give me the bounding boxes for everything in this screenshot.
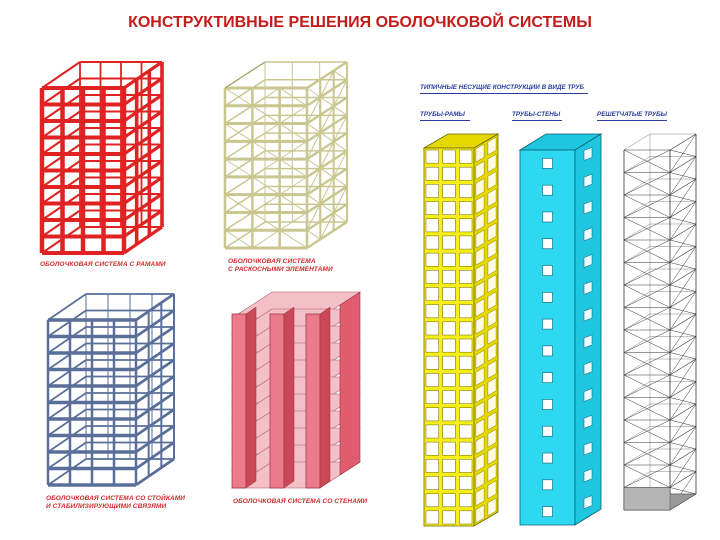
caption-diagonal-line2: С РАСКОСНЫМИ ЭЛЕМЕНТАМИ [228, 266, 333, 274]
tubes-heading: ТИПИЧНЫЕ НЕСУЩИЕ КОНСТРУКЦИИ В ВИДЕ ТРУБ [420, 84, 584, 92]
caption-posts-line1: ОБОЛОЧКОВАЯ СИСТЕМА СО СТОЙКАМИ [46, 495, 185, 503]
caption-frames: ОБОЛОЧКОВАЯ СИСТЕМА С РАМАМИ [40, 261, 166, 269]
caption-diagonal-line1: ОБОЛОЧКОВАЯ СИСТЕМА [228, 258, 316, 266]
label-wall-tube: ТРУБЫ-СТЕНЫ [512, 111, 560, 119]
label-frame-tube: ТРУБЫ-РАМЫ [420, 111, 465, 119]
tubes-heading-underline [420, 93, 588, 94]
label-wall-tube-underline [512, 120, 562, 121]
label-frame-tube-underline [420, 120, 470, 121]
label-lattice-tube-underline [597, 120, 667, 121]
caption-walls: ОБОЛОЧКОВАЯ СИСТЕМА СО СТЕНАМИ [233, 498, 367, 506]
label-lattice-tube: РЕШЕТЧАТЫЕ ТРУБЫ [597, 111, 667, 119]
caption-posts-line2: И СТАБИЛИЗИРУЮЩИМИ СВЯЗЯМИ [46, 503, 166, 511]
